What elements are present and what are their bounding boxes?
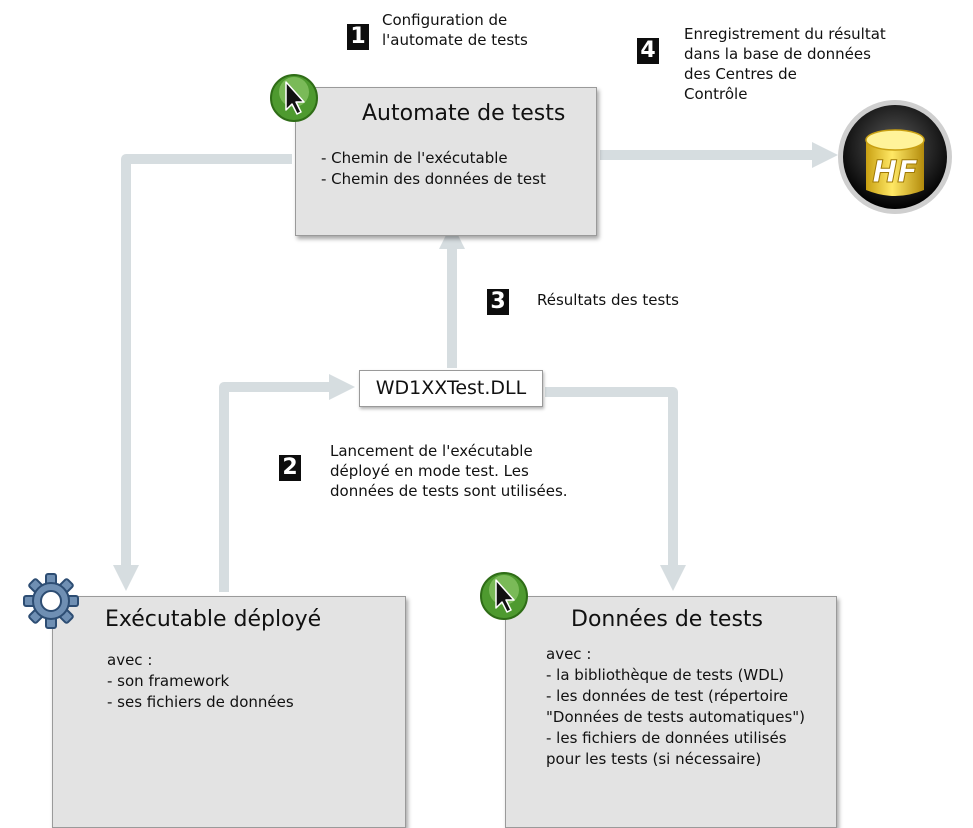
step-2-line: données de tests sont utilisées.: [330, 482, 568, 500]
step-4-badge: 4: [637, 38, 659, 64]
step-4-line: Contrôle: [684, 85, 748, 103]
step-2-line: Lancement de l'exécutable: [330, 442, 533, 460]
step-3-badge: 3: [487, 289, 509, 315]
cursor-icon: [480, 572, 528, 620]
database-icon: HF: [836, 98, 954, 216]
donnees-box: Données de tests avec : - la bibliothèqu…: [505, 596, 837, 828]
donnees-line: avec :: [546, 645, 592, 663]
donnees-line: "Données de tests automatiques"): [546, 708, 806, 726]
arrow-automate-to-executable: [113, 154, 292, 591]
donnees-line: pour les tests (si nécessaire): [546, 750, 762, 768]
executable-box: Exécutable déployé avec : - son framewor…: [52, 596, 406, 828]
arrow-executable-to-dll: [219, 374, 355, 592]
step-2-text: Lancement de l'exécutable déployé en mod…: [330, 441, 568, 501]
automate-details: - Chemin de l'exécutable - Chemin des do…: [321, 148, 546, 190]
executable-title: Exécutable déployé: [105, 607, 322, 632]
executable-line: - ses fichiers de données: [107, 693, 294, 711]
step-1-badge: 1: [347, 24, 369, 50]
step-3-text: Résultats des tests: [537, 290, 679, 310]
donnees-line: - les fichiers de données utilisés: [546, 729, 787, 747]
database-logo-text: HF: [872, 155, 918, 190]
step-2-badge: 2: [279, 455, 301, 481]
donnees-line: - la bibliothèque de tests (WDL): [546, 666, 785, 684]
automate-box: Automate de tests - Chemin de l'exécutab…: [295, 87, 597, 236]
step-3-line: Résultats des tests: [537, 291, 679, 309]
dll-label-box: WD1XXTest.DLL: [359, 370, 543, 407]
executable-line: avec :: [107, 651, 153, 669]
automate-title: Automate de tests: [362, 101, 566, 126]
step-4-line: des Centres de: [684, 65, 797, 83]
automate-line: - Chemin des données de test: [321, 170, 546, 188]
arrow-dll-to-donnees: [545, 387, 686, 591]
step-4-line: dans la base de données: [684, 45, 871, 63]
step-1-line: Configuration de: [382, 11, 508, 29]
cursor-icon: [270, 74, 318, 122]
automate-line: - Chemin de l'exécutable: [321, 149, 508, 167]
step-2-line: déployé en mode test. Les: [330, 462, 529, 480]
step-1-text: Configuration de l'automate de tests: [382, 10, 528, 50]
donnees-title: Données de tests: [571, 607, 764, 632]
executable-line: - son framework: [107, 672, 230, 690]
step-4-line: Enregistrement du résultat: [684, 25, 886, 43]
step-1-line: l'automate de tests: [382, 31, 528, 49]
donnees-details: avec : - la bibliothèque de tests (WDL) …: [546, 644, 805, 770]
database-icon-graphic: HF: [838, 100, 952, 214]
gear-icon: [23, 573, 79, 629]
executable-details: avec : - son framework - ses fichiers de…: [107, 650, 294, 713]
donnees-line: - les données de test (répertoire: [546, 687, 789, 705]
step-4-text: Enregistrement du résultat dans la base …: [684, 24, 886, 104]
